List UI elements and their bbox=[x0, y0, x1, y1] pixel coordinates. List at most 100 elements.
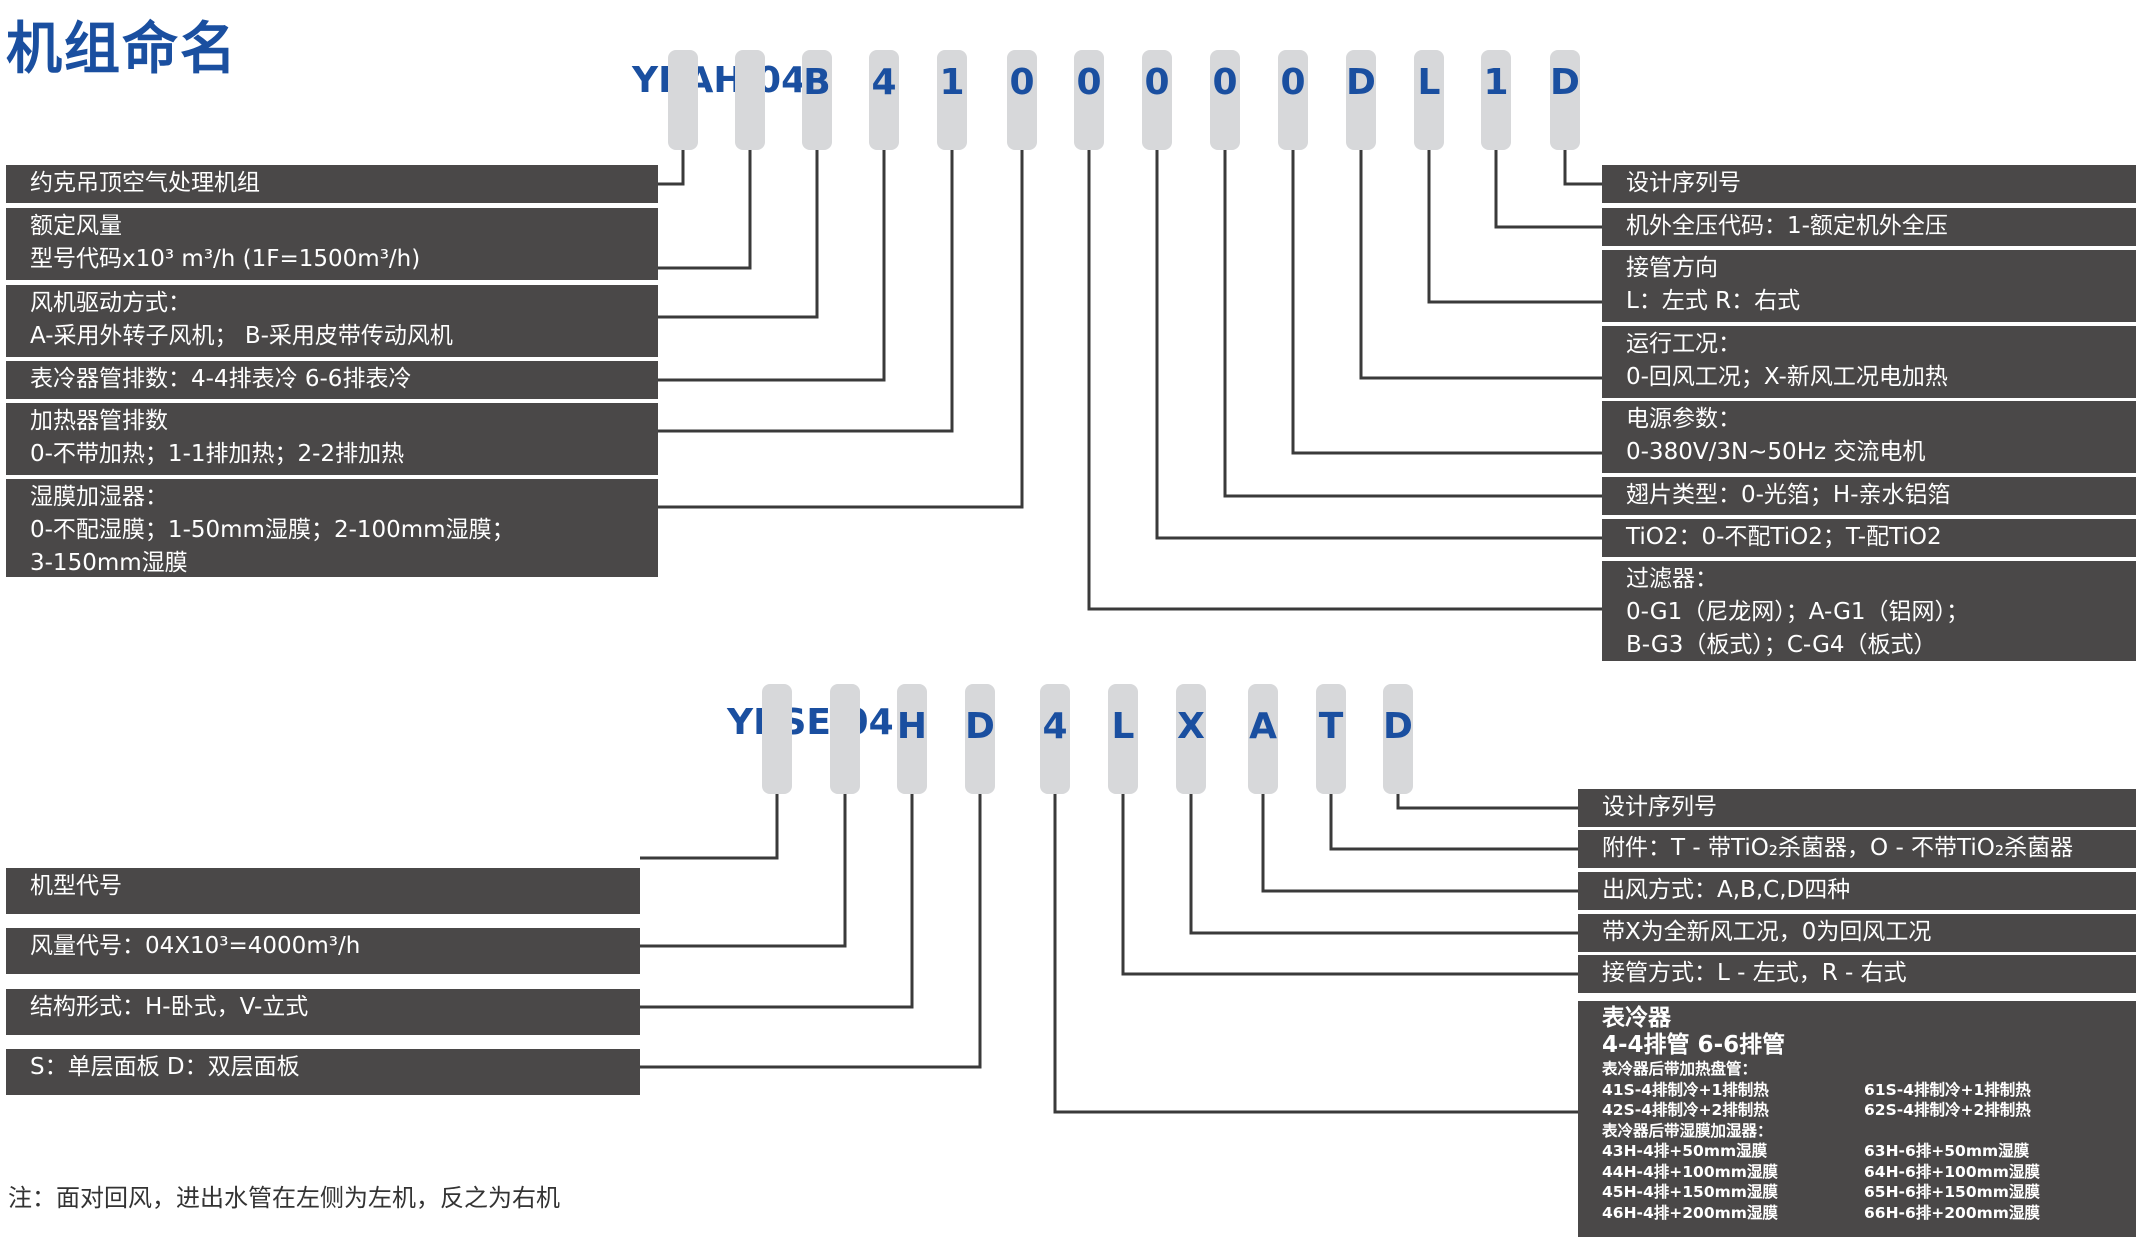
box-text-line: 表冷器管排数：4-4排表冷 6-6排表冷 bbox=[30, 366, 412, 392]
box-text-line: 过滤器： bbox=[1626, 566, 1718, 592]
box-text-line: TiO2：0-不配TiO2；T-配TiO2 bbox=[1626, 524, 1942, 550]
box-text-line: 0-380V/3N~50Hz 交流电机 bbox=[1626, 439, 1926, 465]
connector-line bbox=[658, 150, 886, 382]
code-pill bbox=[830, 684, 860, 794]
humid-item: 63H-6排+50mm湿膜 bbox=[1864, 1142, 2030, 1160]
connector-line bbox=[658, 150, 954, 433]
code-pill bbox=[869, 50, 899, 150]
left-box-s2-4: S：单层面板 D：双层面板 bbox=[6, 1049, 640, 1095]
heat-item: 42S-4排制冷+2排制热 bbox=[1602, 1101, 1769, 1119]
right-box-s2-3: 出风方式：A,B,C,D四种 bbox=[1578, 872, 2136, 910]
code-char: 0 bbox=[1144, 62, 1170, 103]
box-text-line: 出风方式：A,B,C,D四种 bbox=[1602, 877, 1851, 903]
box-text-line: 结构形式：H-卧式，V-立式 bbox=[30, 994, 309, 1020]
connector-line bbox=[640, 794, 779, 860]
model-prefix: YBAH 04 bbox=[632, 60, 807, 101]
humid-item: 44H-4排+100mm湿膜 bbox=[1602, 1162, 1778, 1181]
box-text-line: 带X为全新风工况，0为回风工况 bbox=[1602, 919, 1932, 945]
humid-item: 65H-6排+150mm湿膜 bbox=[1864, 1183, 2040, 1201]
box-text-line: 附件：T - 带TiO₂杀菌器，O - 不带TiO₂杀菌器 bbox=[1602, 835, 2074, 861]
box-text-line: B-G3（板式）；C-G4（板式） bbox=[1626, 632, 1937, 658]
right-box-5: 电源参数：0-380V/3N~50Hz 交流电机 bbox=[1602, 401, 2136, 473]
box-text-line: 约克吊顶空气处理机组 bbox=[30, 170, 260, 196]
model-prefix: YBSE 04 bbox=[727, 702, 894, 743]
heat-item: 62S-4排制冷+2排制热 bbox=[1864, 1101, 2031, 1119]
left-box-3: 风机驱动方式：A-采用外转子风机； B-采用皮带传动风机 bbox=[6, 285, 658, 357]
connector-line bbox=[1053, 794, 1578, 1114]
code-pill bbox=[1383, 684, 1413, 794]
heat-item-row: 41S-4排制冷+1排制热 61S-4排制冷+1排制热 bbox=[1602, 1080, 2126, 1101]
box-text-line: 0-G1（尼龙网）；A-G1（铝网）； bbox=[1626, 599, 1970, 625]
code-pill bbox=[1414, 50, 1444, 150]
cooler-heading: 表冷器 bbox=[1602, 1005, 1671, 1031]
right-box-8: 过滤器： 0-G1（尼龙网）；A-G1（铝网）； B-G3（板式）；C-G4（板式） bbox=[1602, 561, 2136, 661]
humid-title: 表冷器后带湿膜加湿器： bbox=[1602, 1121, 1773, 1140]
connector-line bbox=[1329, 794, 1578, 851]
code-char: L bbox=[1111, 706, 1135, 747]
code-char: H bbox=[896, 706, 928, 747]
code-char: 1 bbox=[939, 62, 965, 103]
code-char: T bbox=[1318, 706, 1344, 747]
box-text-line: 接管方式：L - 左式，R - 右式 bbox=[1602, 960, 1907, 986]
left-box-s2-3: 结构形式：H-卧式，V-立式 bbox=[6, 989, 640, 1035]
connector-line bbox=[658, 150, 752, 270]
code-pill bbox=[735, 50, 765, 150]
box-text-line: 型号代码x10³ m³/h (1F=1500m³/h) bbox=[30, 246, 421, 272]
code-pill bbox=[1074, 50, 1104, 150]
left-box-s2-1: 机型代号 bbox=[6, 868, 640, 914]
box-text-line: 接管方向 bbox=[1626, 255, 1718, 281]
box-text-line: 0-不带加热；1-1排加热；2-2排加热 bbox=[30, 441, 405, 467]
humid-item: 46H-4排+200mm湿膜 bbox=[1602, 1203, 1778, 1222]
code-pill bbox=[1108, 684, 1138, 794]
humid-item: 43H-4排+50mm湿膜 bbox=[1602, 1142, 1768, 1160]
code-pill bbox=[1040, 684, 1070, 794]
connector-line bbox=[658, 150, 819, 319]
code-char: D bbox=[1550, 62, 1580, 103]
connector-line bbox=[1291, 150, 1602, 455]
connector-line bbox=[1223, 150, 1602, 498]
humid-item: 66H-6排+200mm湿膜 bbox=[1864, 1203, 2040, 1222]
left-box-1: 约克吊顶空气处理机组 bbox=[6, 165, 658, 203]
right-box-s2-4: 带X为全新风工况，0为回风工况 bbox=[1578, 914, 2136, 952]
code-pill bbox=[1142, 50, 1172, 150]
connector-line bbox=[1427, 150, 1602, 304]
box-text-line: 运行工况： bbox=[1626, 331, 1741, 357]
left-box-4: 表冷器管排数：4-4排表冷 6-6排表冷 bbox=[6, 361, 658, 399]
connector-line bbox=[658, 150, 1024, 509]
box-text-line: 翅片类型：0-光箔；H-亲水铝箔 bbox=[1626, 482, 1951, 508]
code-pill bbox=[802, 50, 832, 150]
right-box-s2-5: 接管方式：L - 左式，R - 右式 bbox=[1578, 955, 2136, 993]
code-pill bbox=[1346, 50, 1376, 150]
footnote: 注：面对回风，进出水管在左侧为左机，反之为右机 bbox=[8, 1184, 560, 1212]
code-char: D bbox=[1383, 706, 1413, 747]
right-box-6: 翅片类型：0-光箔；H-亲水铝箔 bbox=[1602, 477, 2136, 515]
code-char: 0 bbox=[1009, 62, 1035, 103]
right-box-s2-1: 设计序列号 bbox=[1578, 789, 2136, 827]
connector-line bbox=[1494, 150, 1602, 229]
code-char: X bbox=[1177, 706, 1205, 747]
code-pill bbox=[937, 50, 967, 150]
humid-item: 45H-4排+150mm湿膜 bbox=[1602, 1183, 1778, 1201]
right-box-7: TiO2：0-不配TiO2；T-配TiO2 bbox=[1602, 519, 2136, 557]
code-pill bbox=[1007, 50, 1037, 150]
heat-item: 61S-4排制冷+1排制热 bbox=[1864, 1080, 2031, 1099]
code-pill bbox=[762, 684, 792, 794]
heat-item: 41S-4排制冷+1排制热 bbox=[1602, 1080, 1769, 1099]
code-char: 0 bbox=[1212, 62, 1238, 103]
box-text-line: 0-回风工况；X-新风工况电加热 bbox=[1626, 364, 1948, 390]
code-char: D bbox=[1346, 62, 1376, 103]
connector-line bbox=[640, 794, 914, 1009]
cooler-rows: 4-4排管 6-6排管 bbox=[1602, 1032, 1786, 1058]
right-box-s2-2: 附件：T - 带TiO₂杀菌器，O - 不带TiO₂杀菌器 bbox=[1578, 830, 2136, 868]
code-pill bbox=[1248, 684, 1278, 794]
box-text-line: A-采用外转子风机； B-采用皮带传动风机 bbox=[30, 323, 453, 349]
code-pill bbox=[1210, 50, 1240, 150]
connector-line bbox=[1261, 794, 1578, 893]
code-pill bbox=[965, 684, 995, 794]
code-char: 0 bbox=[1280, 62, 1306, 103]
humid-item-row: 43H-4排+50mm湿膜 63H-6排+50mm湿膜 bbox=[1602, 1141, 2126, 1162]
